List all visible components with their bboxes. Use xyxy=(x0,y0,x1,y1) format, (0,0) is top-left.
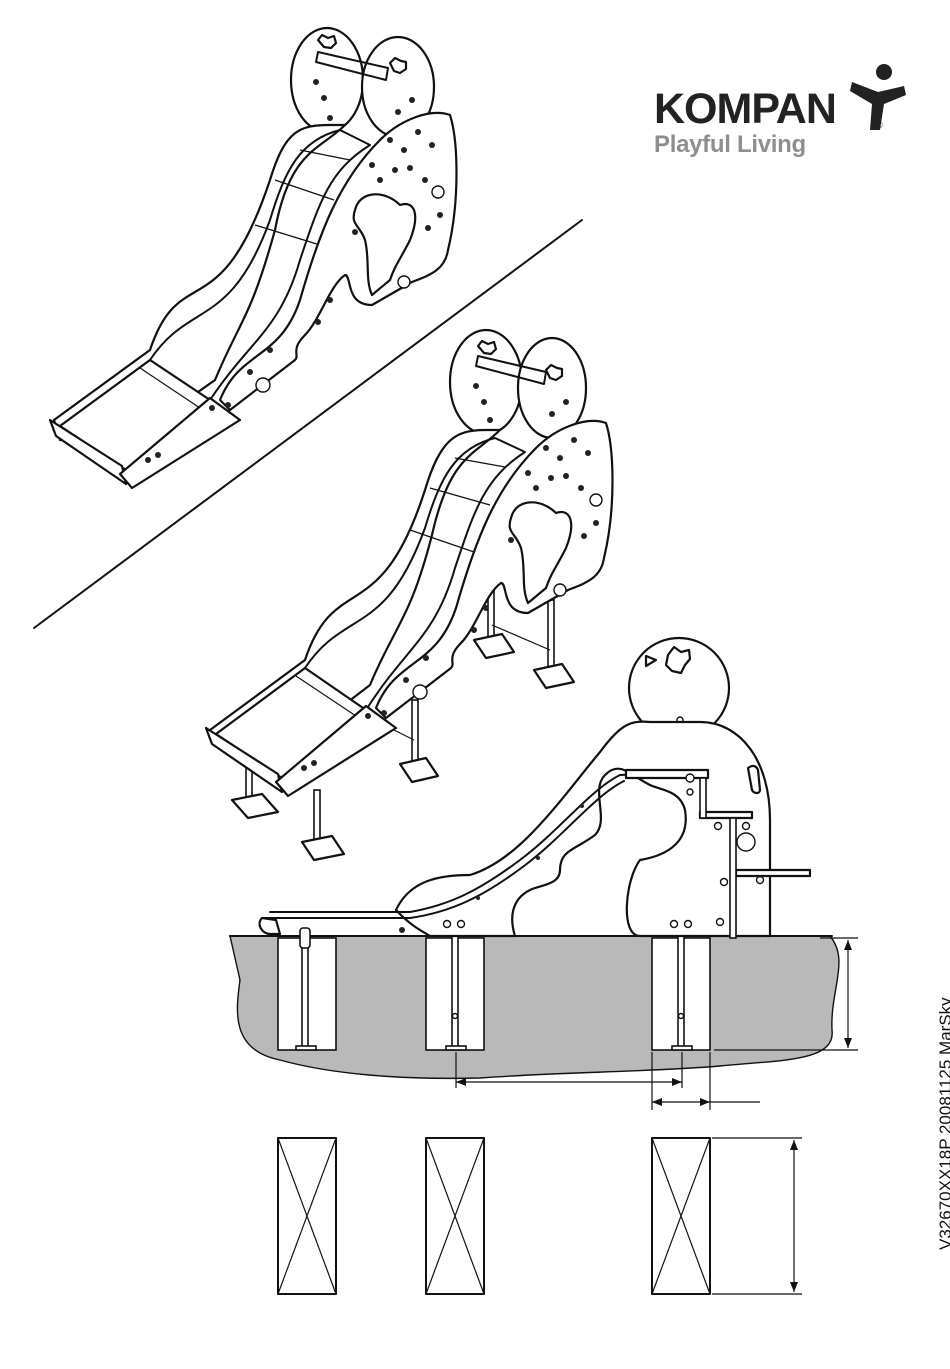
footing-plan xyxy=(278,1138,802,1294)
brand-name: KOMPAN xyxy=(654,88,836,131)
footing-hole-left xyxy=(278,1138,336,1294)
isometric-slide-leg-mounted xyxy=(206,330,613,860)
registered-mark: ® xyxy=(876,120,883,130)
brand-tagline: Playful Living xyxy=(654,133,836,157)
handrail-post xyxy=(730,818,736,938)
platform-bracket xyxy=(700,812,752,818)
isometric-slide-ground-mounted xyxy=(50,28,457,488)
logo-badge-icon xyxy=(737,833,755,851)
document-code: V32670XX18P 20081125 MarSky xyxy=(936,997,950,1250)
side-panel-profile xyxy=(396,722,770,936)
brand-logo: KOMPAN ® Playful Living xyxy=(654,88,836,157)
footing-hole-middle xyxy=(426,1138,484,1294)
footing-hole-right xyxy=(652,1138,710,1294)
logo-badge-icon xyxy=(432,186,444,198)
